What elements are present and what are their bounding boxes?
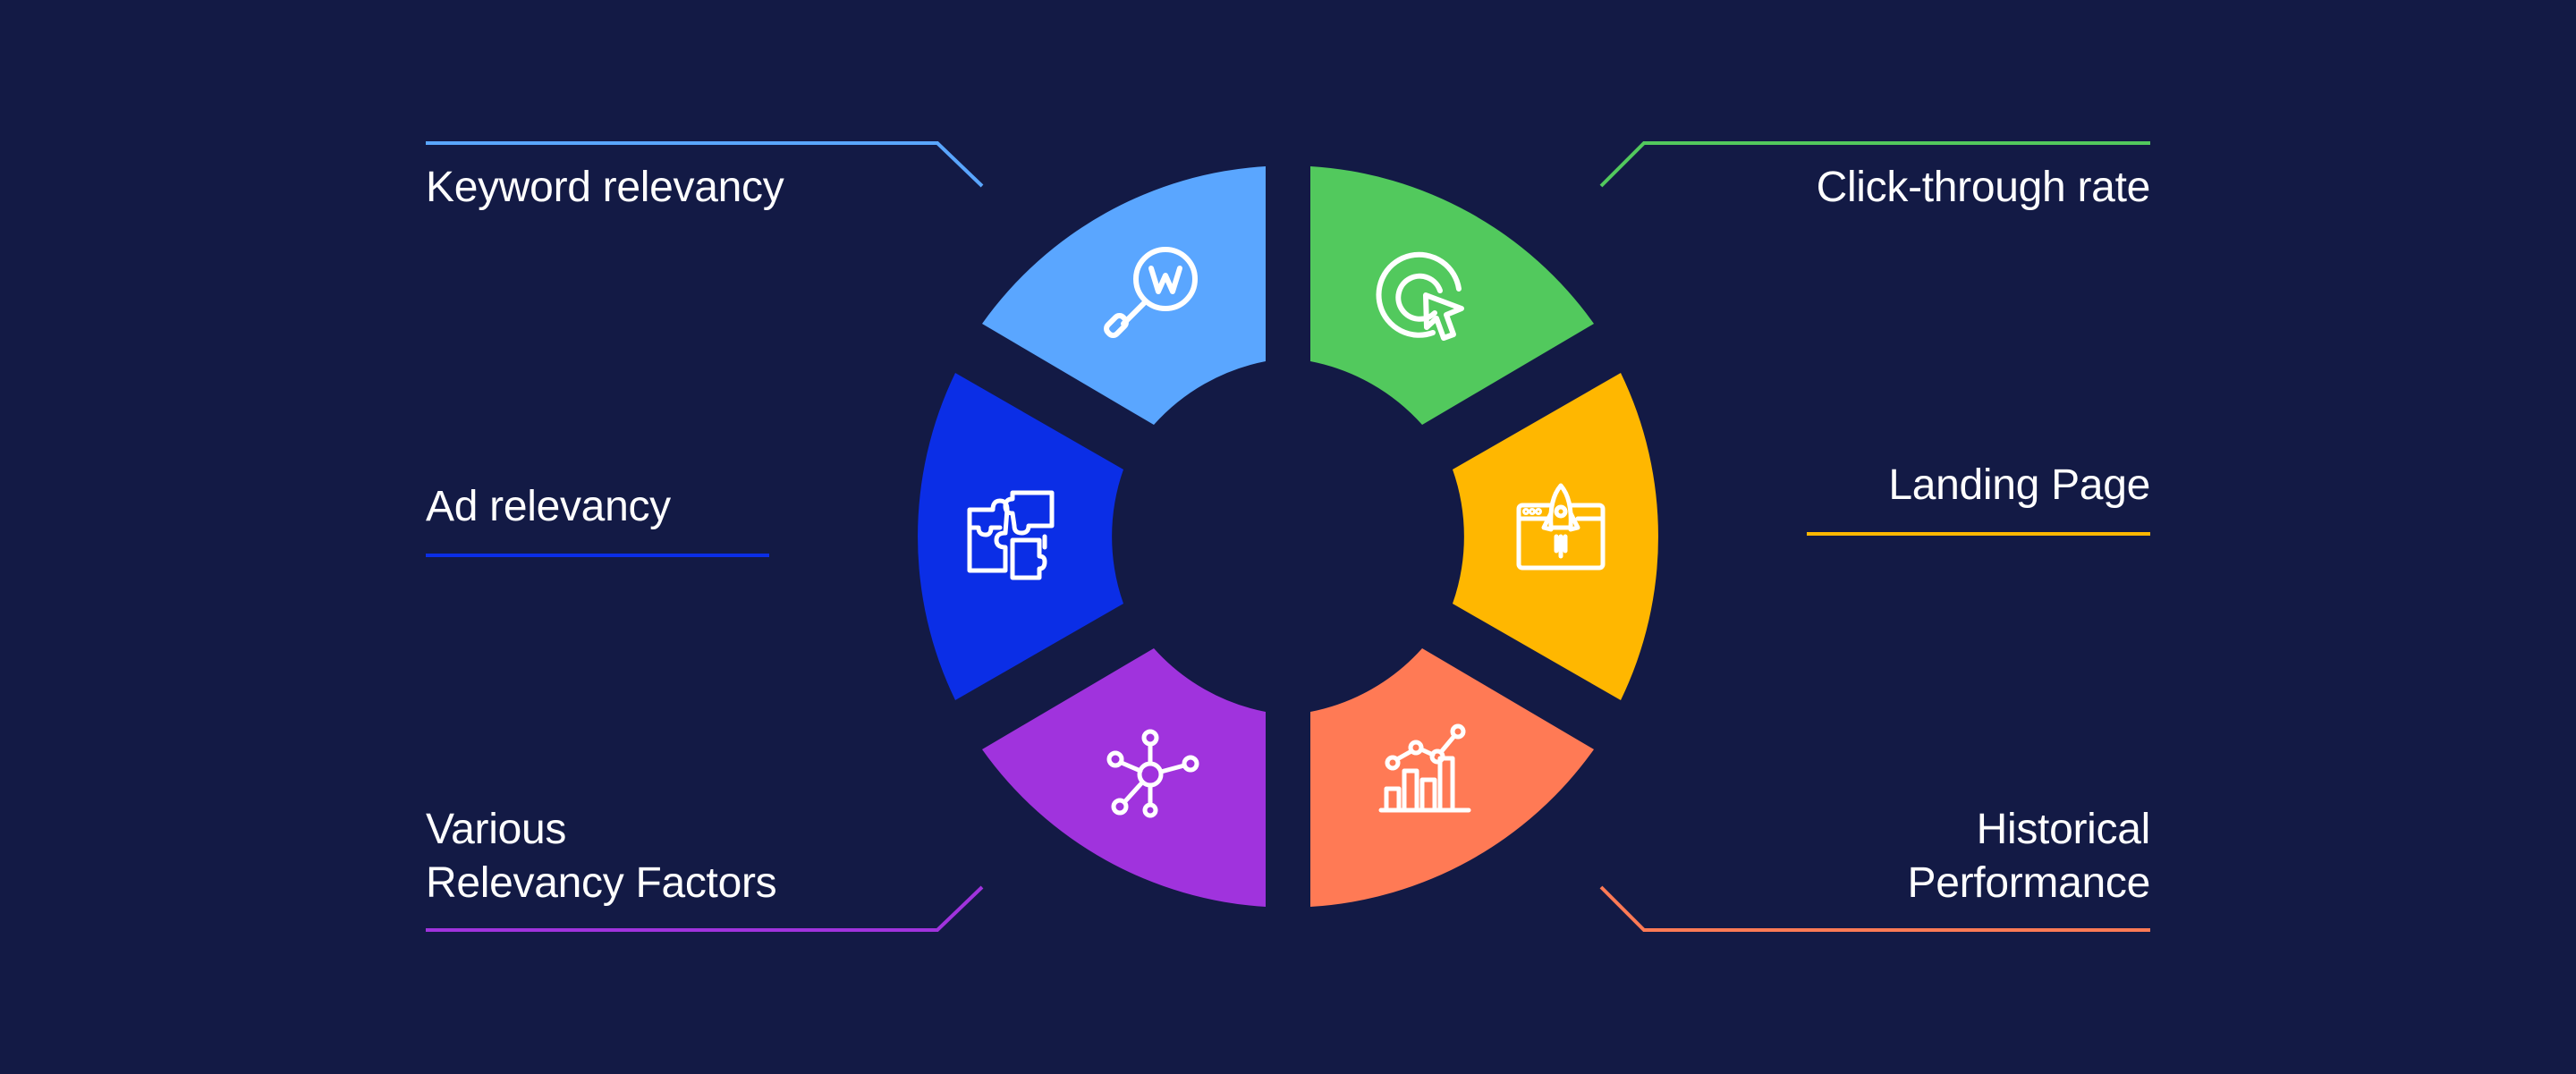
- segment-keyword: [982, 166, 1266, 425]
- label-click: Click-through rate: [1816, 161, 2151, 215]
- label-various-line-2: Relevancy Factors: [426, 859, 777, 907]
- label-keyword: Keyword relevancy: [426, 161, 784, 215]
- label-landing: Landing Page: [1888, 459, 2150, 512]
- bar-chart-icon: [1378, 723, 1471, 813]
- puzzle-icon: [967, 490, 1055, 580]
- label-historical: Historical Performance: [1907, 803, 2151, 910]
- label-ad: Ad relevancy: [426, 480, 671, 534]
- label-historical-line-1: Historical: [1976, 806, 2151, 853]
- label-various: Various Relevancy Factors: [426, 803, 777, 910]
- cursor-click-icon: [1376, 251, 1464, 341]
- search-w-icon: [1104, 247, 1198, 338]
- connector-keyword: [426, 141, 984, 188]
- label-historical-line-2: Performance: [1907, 859, 2151, 907]
- connector-various: [426, 885, 984, 932]
- network-icon: [1106, 729, 1199, 818]
- rocket-browser-icon: [1516, 483, 1606, 571]
- label-ad-line-1: Ad relevancy: [426, 483, 671, 530]
- connector-historical: [1599, 885, 2150, 932]
- segment-various: [982, 648, 1266, 907]
- label-click-line-1: Click-through rate: [1816, 164, 2151, 211]
- segment-click: [1310, 166, 1594, 425]
- label-various-line-1: Various: [426, 806, 567, 853]
- label-keyword-line-1: Keyword relevancy: [426, 164, 784, 211]
- segment-ad: [918, 373, 1123, 700]
- connector-click: [1599, 141, 2150, 188]
- label-landing-line-1: Landing Page: [1888, 461, 2150, 509]
